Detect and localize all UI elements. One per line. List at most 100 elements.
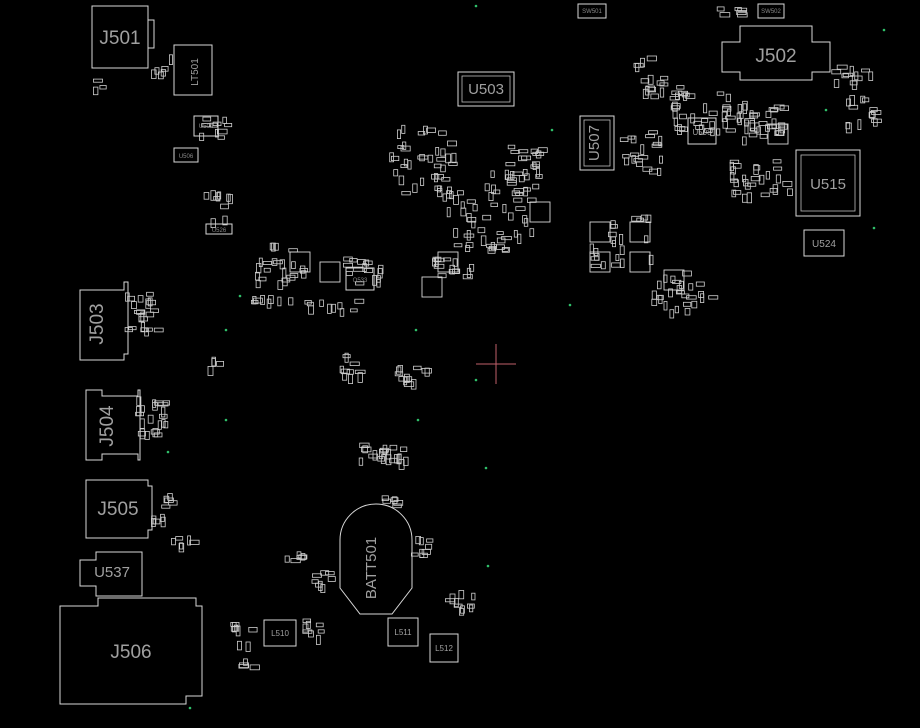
passive-component[interactable] [137, 430, 146, 437]
l510-inductor[interactable]: L510 [263, 619, 297, 647]
passive-component[interactable] [744, 124, 749, 135]
passive-component[interactable] [468, 263, 475, 272]
passive-component[interactable] [747, 182, 757, 187]
passive-component[interactable] [146, 299, 157, 306]
passive-component[interactable] [768, 107, 779, 112]
passive-component[interactable] [311, 579, 319, 584]
u506-chip[interactable]: U506 [173, 147, 199, 163]
passive-component[interactable] [448, 161, 458, 166]
passive-component[interactable] [770, 108, 778, 113]
passive-component[interactable] [471, 592, 476, 601]
passive-component[interactable] [862, 97, 870, 103]
passive-component[interactable] [315, 634, 321, 645]
passive-component[interactable] [695, 281, 705, 287]
passive-component[interactable] [590, 263, 601, 268]
passive-component[interactable] [733, 179, 739, 188]
passive-component[interactable] [686, 295, 697, 300]
passive-component[interactable] [722, 104, 731, 109]
passive-component[interactable] [488, 191, 494, 201]
passive-component[interactable] [765, 110, 772, 118]
passive-component[interactable] [512, 171, 524, 176]
passive-component[interactable] [652, 141, 662, 146]
j506-connector[interactable]: J506 [59, 597, 203, 705]
passive-component[interactable] [490, 170, 495, 178]
passive-component[interactable] [202, 116, 212, 122]
passive-component[interactable] [460, 201, 465, 209]
ic-package[interactable] [767, 123, 789, 145]
passive-component[interactable] [284, 555, 290, 563]
passive-component[interactable] [421, 367, 432, 374]
passive-component[interactable] [427, 154, 434, 163]
passive-component[interactable] [631, 215, 642, 222]
passive-component[interactable] [189, 539, 200, 545]
passive-component[interactable] [178, 543, 185, 553]
passive-component[interactable] [535, 150, 542, 159]
passive-component[interactable] [412, 183, 418, 193]
passive-component[interactable] [656, 80, 665, 86]
passive-component[interactable] [426, 127, 437, 133]
passive-component[interactable] [633, 62, 644, 68]
passive-component[interactable] [725, 115, 736, 120]
passive-component[interactable] [279, 259, 286, 270]
passive-component[interactable] [842, 72, 854, 77]
passive-component[interactable] [342, 372, 348, 381]
passive-component[interactable] [746, 192, 753, 204]
passive-component[interactable] [199, 132, 205, 141]
passive-component[interactable] [737, 104, 742, 114]
passive-component[interactable] [716, 128, 721, 136]
passive-component[interactable] [530, 148, 538, 155]
passive-component[interactable] [458, 608, 465, 616]
passive-component[interactable] [260, 294, 265, 305]
passive-component[interactable] [535, 173, 543, 179]
passive-component[interactable] [217, 191, 222, 200]
passive-component[interactable] [505, 161, 516, 167]
passive-component[interactable] [672, 279, 682, 284]
passive-component[interactable] [640, 57, 645, 68]
passive-component[interactable] [216, 128, 228, 135]
passive-component[interactable] [390, 497, 399, 502]
passive-component[interactable] [496, 231, 504, 236]
passive-component[interactable] [722, 106, 732, 112]
passive-component[interactable] [737, 117, 742, 126]
passive-component[interactable] [484, 183, 490, 192]
passive-component[interactable] [674, 305, 679, 314]
passive-component[interactable] [760, 192, 770, 198]
passive-component[interactable] [266, 298, 272, 309]
passive-component[interactable] [421, 549, 431, 555]
passive-component[interactable] [737, 12, 748, 18]
passive-component[interactable] [651, 298, 658, 306]
passive-component[interactable] [773, 166, 783, 171]
passive-component[interactable] [258, 276, 267, 282]
passive-component[interactable] [397, 453, 402, 464]
passive-component[interactable] [398, 175, 405, 186]
passive-component[interactable] [301, 270, 307, 279]
passive-component[interactable] [636, 161, 643, 167]
passive-component[interactable] [658, 135, 663, 147]
passive-component[interactable] [161, 66, 169, 72]
passive-component[interactable] [419, 153, 425, 162]
passive-component[interactable] [255, 263, 262, 274]
passive-component[interactable] [676, 85, 685, 90]
passive-component[interactable] [339, 365, 344, 374]
passive-component[interactable] [511, 190, 521, 197]
passive-component[interactable] [624, 157, 630, 166]
passive-component[interactable] [849, 95, 855, 106]
passive-component[interactable] [501, 246, 510, 253]
passive-component[interactable] [659, 87, 665, 98]
passive-component[interactable] [869, 107, 878, 113]
passive-component[interactable] [147, 297, 153, 307]
passive-component[interactable] [446, 207, 451, 218]
passive-component[interactable] [144, 327, 149, 337]
passive-component[interactable] [397, 364, 403, 373]
passive-component[interactable] [522, 168, 528, 176]
passive-component[interactable] [158, 413, 168, 419]
passive-component[interactable] [496, 237, 506, 244]
passive-component[interactable] [758, 174, 765, 185]
passive-component[interactable] [238, 662, 249, 669]
passive-component[interactable] [364, 259, 370, 267]
passive-component[interactable] [168, 500, 178, 506]
passive-component[interactable] [727, 108, 731, 116]
passive-component[interactable] [719, 12, 731, 18]
passive-component[interactable] [620, 258, 625, 269]
